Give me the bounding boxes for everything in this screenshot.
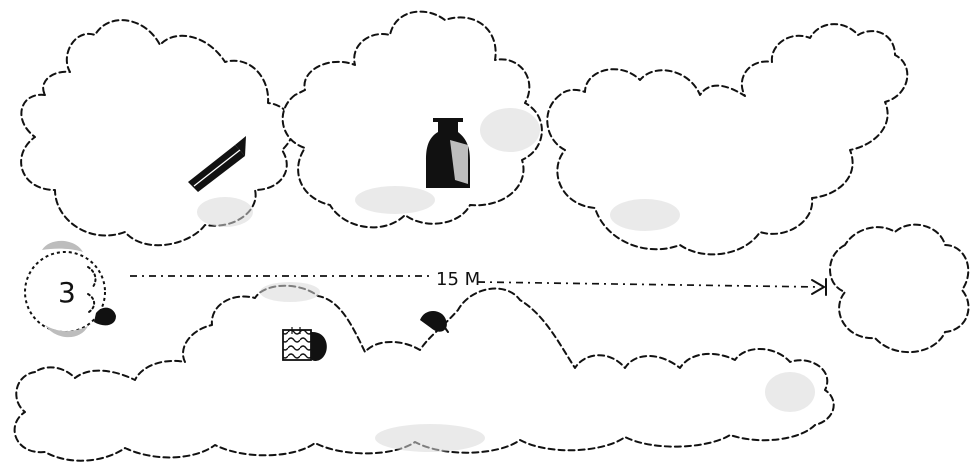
cloud-top-middle: [283, 12, 542, 228]
cloud-top-right: [547, 24, 907, 254]
cloud-top-left: [21, 20, 293, 245]
cone-icon: [420, 311, 448, 332]
cloud-right-small: [830, 225, 968, 352]
player-marker: 3: [25, 241, 116, 337]
distance-line-right: [478, 282, 820, 287]
distance-label: 15 M: [436, 269, 480, 290]
distance-measure: 15 M: [130, 269, 826, 295]
player-number: 3: [58, 276, 76, 309]
cloud-bottom-long: [15, 282, 834, 461]
